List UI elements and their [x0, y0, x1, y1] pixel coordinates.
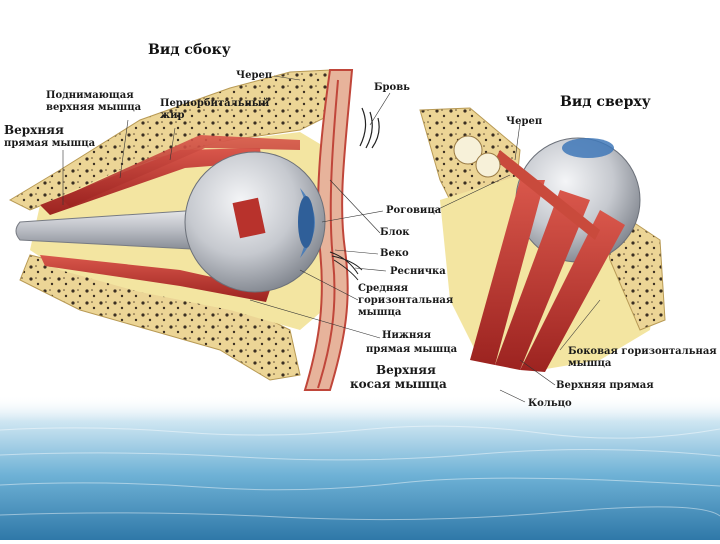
label-skull-top: Череп — [506, 116, 542, 127]
label-inf-rectus-2: прямая мышца — [366, 344, 457, 355]
label-sup-rectus-1: Верхняя — [4, 124, 64, 137]
label-lateral-rectus-1: Боковая горизонтальная — [568, 346, 717, 357]
label-inf-rectus-1: Нижняя — [382, 330, 431, 341]
water-background — [0, 395, 720, 540]
label-sup-rectus-2: прямая мышца — [4, 138, 95, 149]
label-sup-oblique-1: Верхняя — [376, 364, 436, 377]
label-medial-rectus-1: Средняя — [358, 283, 408, 294]
side-view-title: Вид сбоку — [148, 42, 231, 58]
label-eyelash: Ресничка — [390, 266, 446, 277]
label-trochlea: Блок — [380, 227, 410, 238]
label-fat-1: Периорбитальный — [160, 98, 269, 109]
label-fat-2: жир — [160, 110, 185, 121]
side-view-illustration — [10, 70, 390, 390]
label-lateral-rectus-2: мышца — [568, 358, 611, 369]
label-eyebrow: Бровь — [374, 82, 410, 93]
top-view-title: Вид сверху — [560, 94, 651, 110]
label-medial-rectus-3: мышца — [358, 307, 401, 318]
top-cornea — [562, 138, 614, 158]
eyebrow — [360, 108, 379, 148]
label-medial-rectus-2: горизонтальная — [358, 295, 453, 306]
label-ring: Кольцо — [528, 398, 572, 409]
label-sup-oblique-2: косая мышца — [350, 378, 447, 391]
label-levator-2: верхняя мышца — [46, 102, 141, 113]
label-levator-1: Поднимающая — [46, 90, 134, 101]
label-top-sup-rectus: Верхняя прямая — [556, 380, 654, 391]
label-eyelid: Веко — [380, 248, 409, 259]
top-view-illustration — [420, 108, 665, 402]
label-cornea: Роговица — [386, 205, 441, 216]
label-skull-side: Череп — [236, 70, 272, 81]
